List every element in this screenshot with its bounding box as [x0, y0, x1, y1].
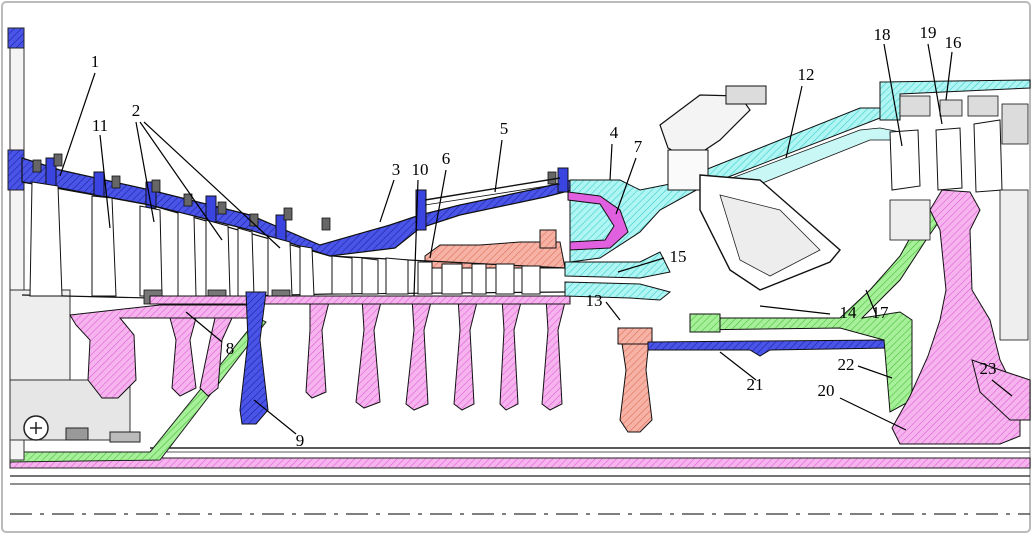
label-23: 23: [980, 359, 997, 378]
label-21: 21: [747, 375, 764, 394]
label-5: 5: [500, 119, 509, 138]
label-20: 20: [818, 381, 835, 400]
label-2: 2: [132, 101, 141, 120]
label-12: 12: [798, 65, 815, 84]
label-13: 13: [586, 291, 603, 310]
rotor-disks: [69, 295, 571, 411]
label-6: 6: [442, 149, 451, 168]
label-9: 9: [296, 431, 305, 450]
label-16: 16: [945, 33, 962, 52]
label-14: 14: [840, 303, 858, 322]
label-10: 10: [412, 160, 429, 179]
front-shaft-cone: [9, 317, 267, 463]
diffuser-bracket: [567, 191, 629, 251]
label-22: 22: [838, 355, 855, 374]
turbine-blades: [889, 119, 1003, 193]
combustor-inner-casing: [689, 207, 941, 413]
label-19: 19: [920, 23, 937, 42]
fuel-nozzle: [659, 85, 841, 291]
hp-salmon-flange: [539, 229, 557, 249]
turbine-right-housing: [889, 189, 1029, 341]
label-17: 17: [872, 303, 890, 322]
label-3: 3: [392, 160, 401, 179]
label-8: 8: [226, 339, 235, 358]
casing-bolts: [32, 153, 557, 231]
outer-casing-line: [424, 177, 561, 201]
casing-flanges: [45, 157, 569, 242]
blue-rotor-disk: [239, 291, 269, 425]
label-11: 11: [92, 116, 108, 135]
turbine-casing: [879, 79, 1031, 121]
label-15: 15: [670, 247, 687, 266]
label-7: 7: [634, 137, 643, 156]
turbine-disk-23: [971, 359, 1031, 421]
hp-turbine-disk: [619, 329, 653, 433]
label-18: 18: [874, 25, 891, 44]
label-1: 1: [91, 52, 100, 71]
part-labels: 1 2 3 4 5 6 7 8 9 10 11 12 13 14 15 16 1…: [91, 23, 997, 450]
leader-lines: [59, 43, 1013, 435]
label-4: 4: [610, 123, 619, 142]
compressor-blades: [29, 181, 541, 297]
turbine-shroud-detail: [899, 95, 1029, 145]
main-shaft: [9, 447, 1031, 485]
